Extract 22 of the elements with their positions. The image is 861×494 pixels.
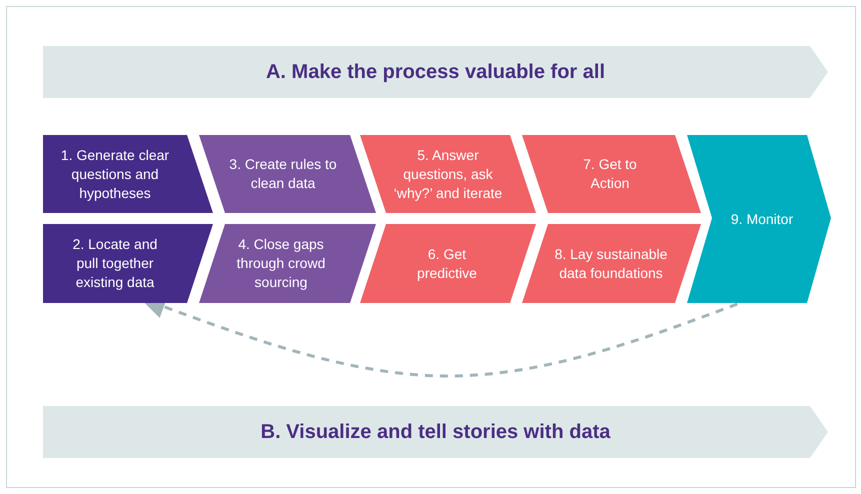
step-label: 3. Create rules to clean data bbox=[228, 155, 338, 193]
banner-title: B. Visualize and tell stories with data bbox=[260, 420, 610, 444]
arrow-banner bbox=[43, 406, 828, 458]
step-label: 2. Locate and pull together existing data bbox=[72, 235, 158, 292]
step-label: 9. Monitor bbox=[730, 210, 794, 228]
step-label: 5. Answer questions, ask ‘why?’ and iterate bbox=[392, 146, 504, 202]
banner-title: A. Make the process valuable for all bbox=[266, 60, 605, 84]
chevron-step bbox=[199, 135, 376, 213]
chevron-step bbox=[360, 224, 536, 303]
step-label: 7. Get to Action bbox=[582, 155, 638, 193]
chevron-step bbox=[43, 135, 213, 213]
arrow-banner bbox=[43, 46, 828, 98]
chevron-step bbox=[522, 135, 701, 213]
step-label: 8. Lay sustainable data foundations bbox=[554, 244, 668, 282]
chevron-step bbox=[43, 224, 213, 303]
step-label: 1. Generate clear questions and hypotheses bbox=[60, 146, 170, 202]
chevron-step bbox=[687, 135, 831, 303]
step-label: 4. Close gaps through crowd sourcing bbox=[236, 235, 326, 292]
step-label: 6. Get predictive bbox=[416, 244, 478, 282]
chevron-step bbox=[522, 224, 701, 303]
chevron-step bbox=[199, 224, 376, 303]
chevron-step bbox=[360, 135, 536, 213]
